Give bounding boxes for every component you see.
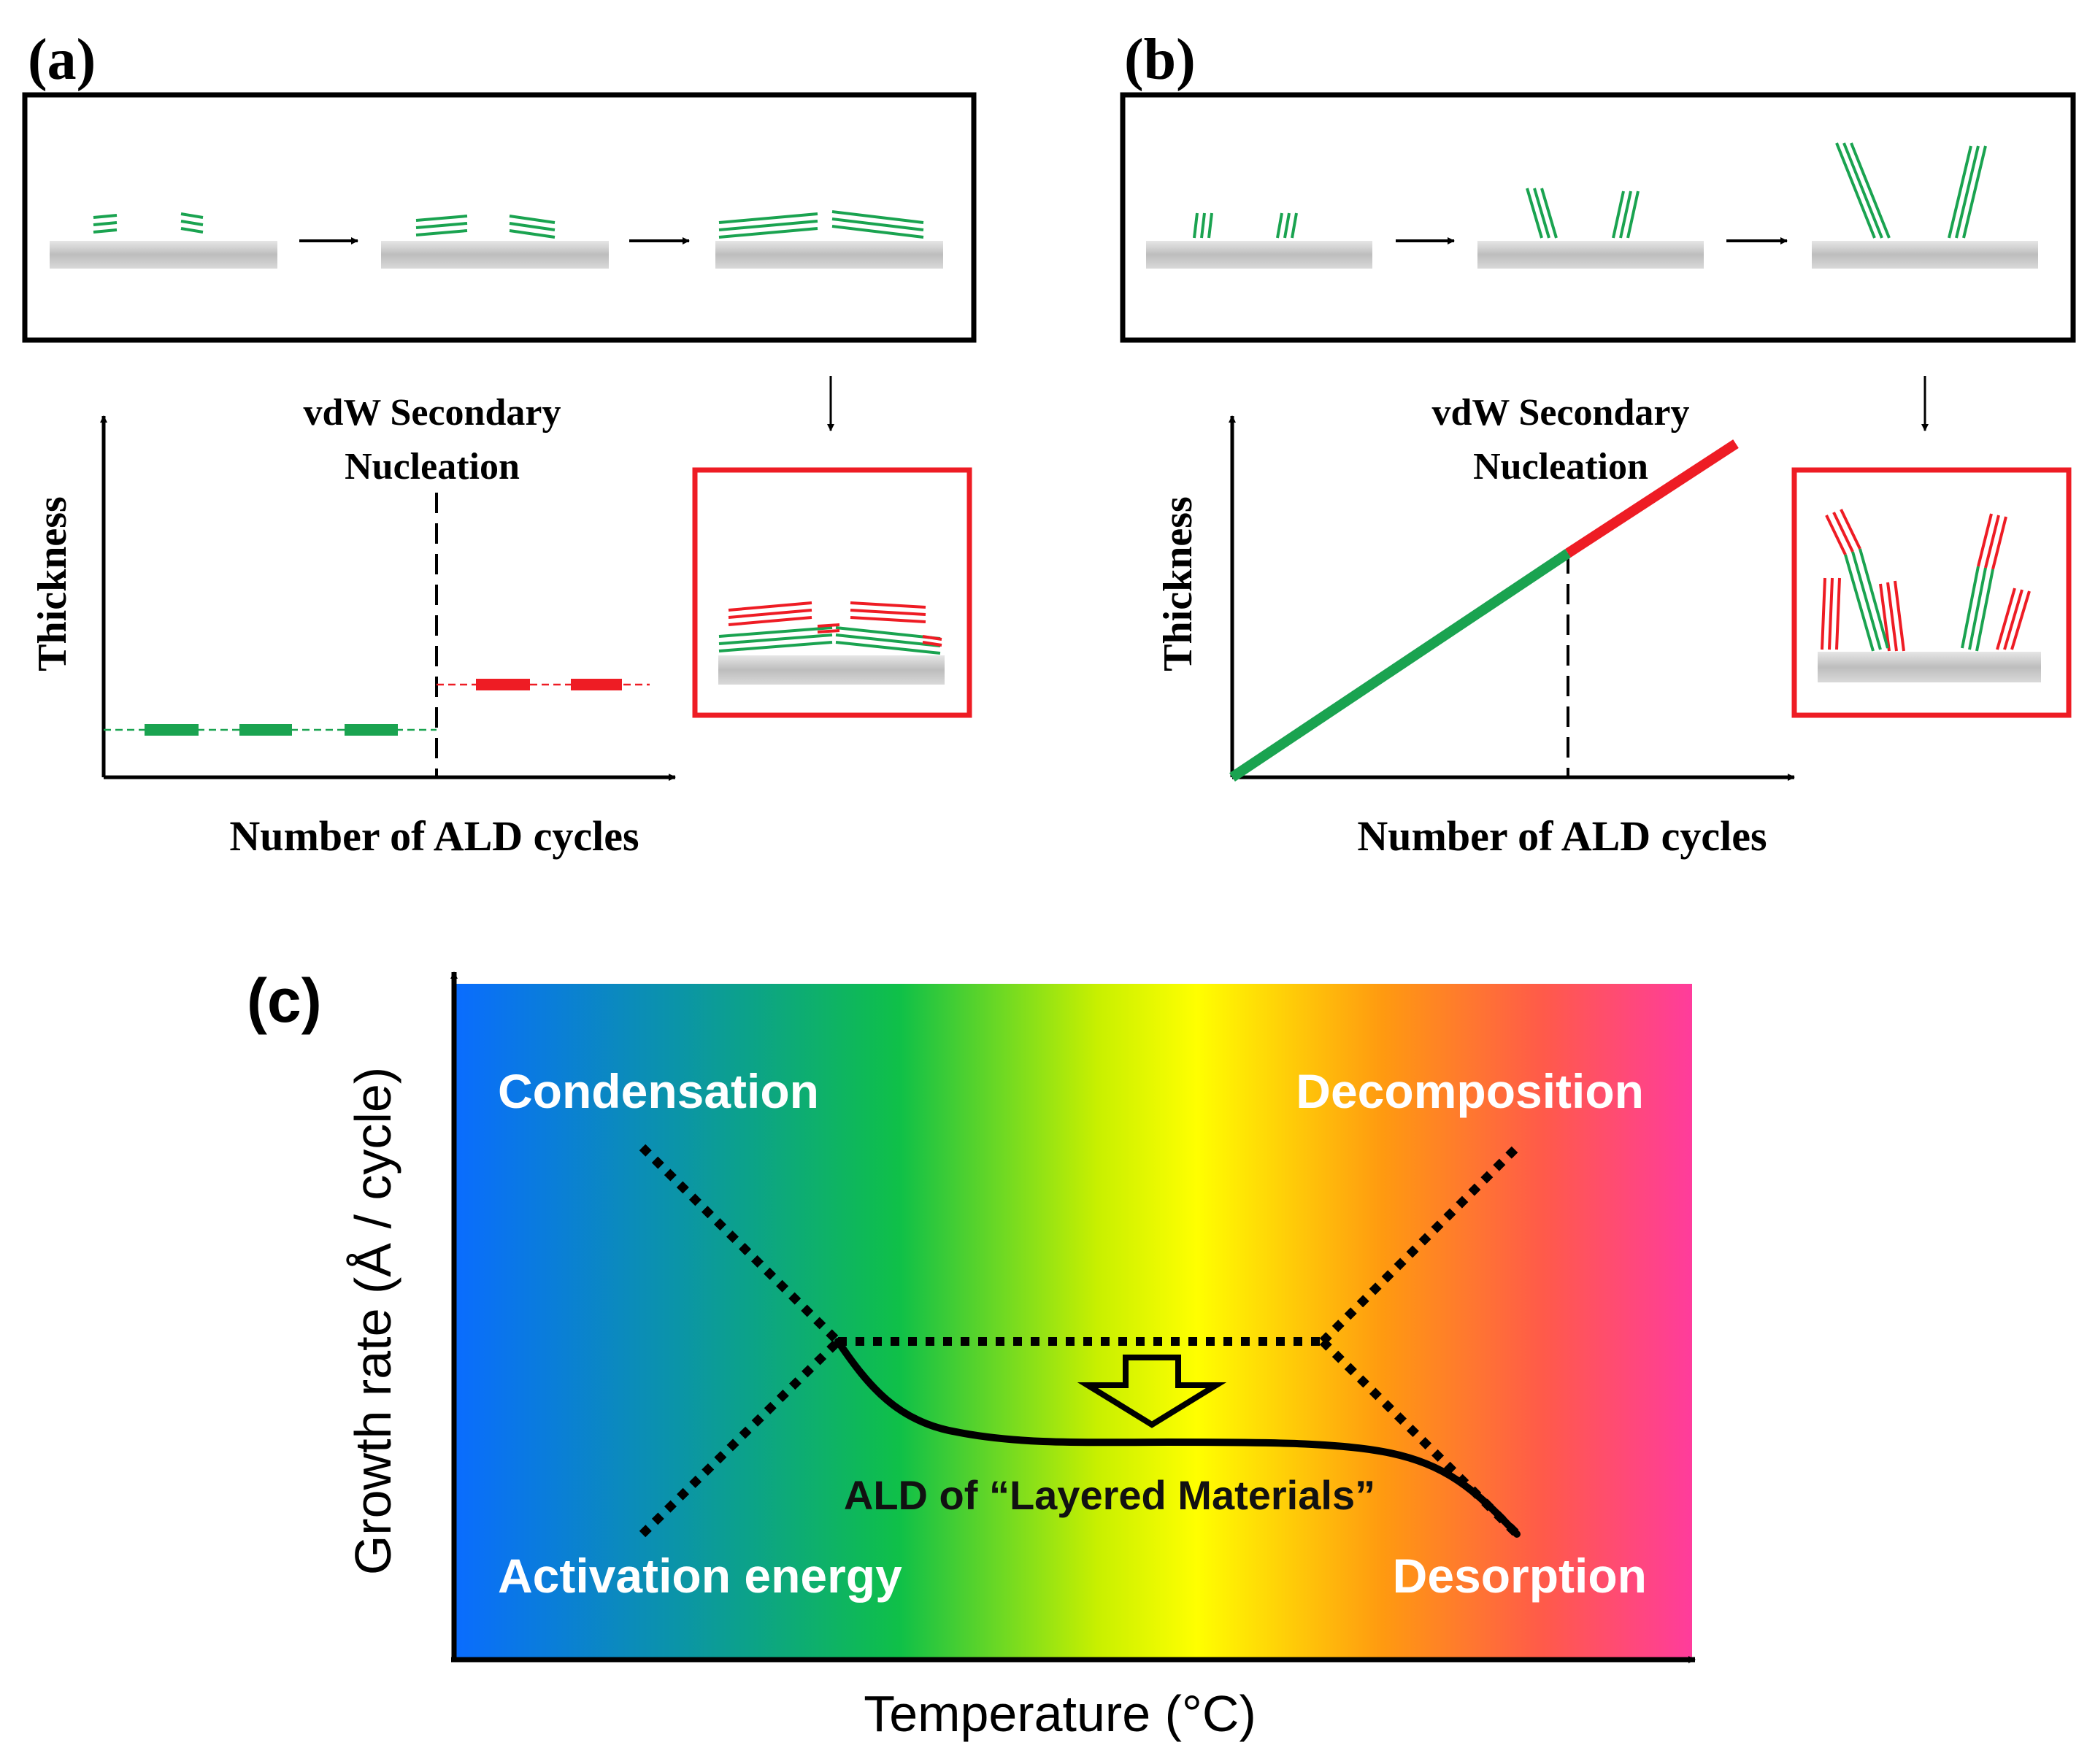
panel-c-label: (c) [247, 966, 322, 1035]
substrate [1812, 241, 2038, 269]
panel-a-annotation-line1: vdW Secondary [304, 392, 561, 434]
panel-b: (b) [1120, 28, 2076, 860]
panel-b-stage-3 [1812, 142, 2038, 269]
temperature-gradient-background [454, 984, 1692, 1658]
green-flakes [1526, 188, 1640, 239]
decomposition-dotted-line [1319, 1144, 1521, 1345]
panel-b-label: (b) [1124, 28, 1196, 92]
green-flakes [93, 212, 204, 234]
panel-b-stage-1 [1146, 212, 1372, 269]
green-flakes [415, 215, 556, 239]
panel-a-stage-1 [50, 212, 277, 269]
condensation-dotted-line [639, 1144, 842, 1345]
panel-b-annotation-line1: vdW Secondary [1432, 392, 1690, 434]
panel-b-xlabel: Number of ALD cycles [1357, 812, 1767, 860]
panel-a-schematic-box [22, 92, 977, 343]
panel-c-xlabel: Temperature (°C) [864, 1685, 1256, 1742]
panel-b-stage-2 [1477, 188, 1704, 269]
panel-a-ylabel: Thickness [30, 496, 75, 671]
desorption-label: Desorption [1393, 1549, 1647, 1603]
panel-b-graph: vdW Secondary Nucleation Thickness Numbe… [1156, 392, 1795, 860]
condensation-label: Condensation [498, 1064, 819, 1118]
substrate [1146, 241, 1372, 269]
green-growth-line [1229, 549, 1571, 782]
activation-energy-dotted-line [639, 1338, 842, 1538]
panel-c: (c) Condensation Decomposition Activatio… [247, 966, 1696, 1742]
panel-a-stage-2 [381, 215, 609, 269]
panel-b-schematic-box [1120, 92, 2076, 343]
substrate [381, 241, 609, 269]
panel-a-graph: vdW Secondary Nucleation Thickness Numbe… [30, 392, 676, 860]
panel-b-outcome-box [1791, 467, 2072, 718]
hollow-down-arrow [1077, 1355, 1227, 1428]
substrate [1818, 652, 2041, 682]
panel-a-annotation-line2: Nucleation [345, 446, 520, 488]
red-growth-line [1565, 439, 1739, 558]
growth-rate-curve [834, 1338, 1521, 1538]
activation-energy-label: Activation energy [498, 1549, 902, 1603]
substrate [718, 655, 945, 685]
green-flakes [1193, 212, 1298, 239]
substrate [1477, 241, 1704, 269]
panel-a-xlabel: Number of ALD cycles [229, 812, 639, 860]
panel-a-label: (a) [28, 28, 96, 92]
panel-b-annotation-line2: Nucleation [1473, 446, 1648, 488]
panel-b-ylabel: Thickness [1156, 496, 1201, 671]
panel-a: (a) [22, 28, 977, 860]
panel-a-outcome-box [692, 467, 972, 718]
substrate [50, 241, 277, 269]
green-flakes [1835, 142, 1987, 239]
ald-window-label: ALD of “Layered Materials” [844, 1472, 1375, 1518]
panel-c-ylabel: Growth rate (Å / cycle) [345, 1067, 401, 1575]
decomposition-label: Decomposition [1296, 1064, 1644, 1118]
substrate [715, 241, 943, 269]
panel-a-stage-3 [715, 210, 943, 269]
green-flakes [718, 210, 924, 239]
